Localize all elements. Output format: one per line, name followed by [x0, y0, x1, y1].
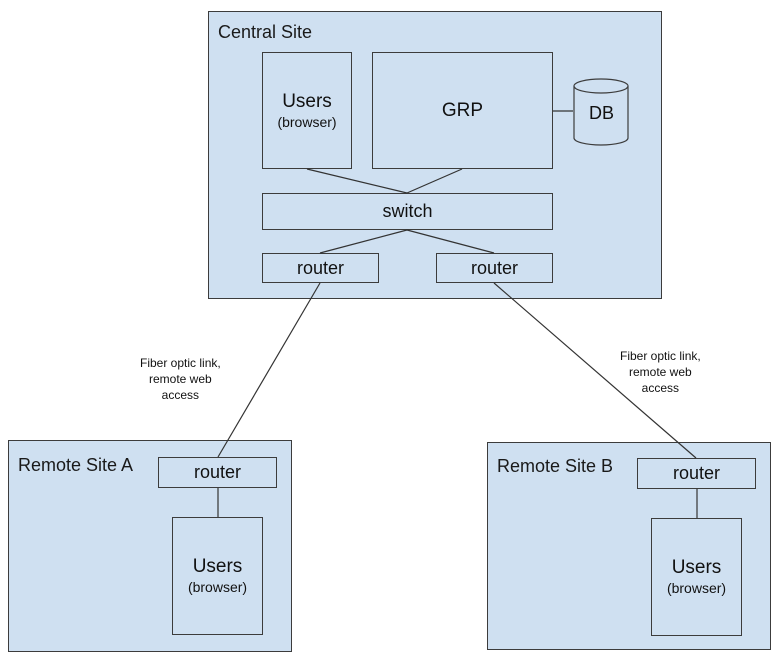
central-router-right: router: [436, 253, 553, 283]
fiber-link-b-note-line1: Fiber optic link,: [620, 349, 701, 363]
fiber-link-a-note-line3: access: [161, 388, 200, 402]
fiber-link-a: [217, 282, 321, 458]
central-router-left-label: router: [296, 257, 345, 278]
switch-to-right-router-line: [406, 229, 495, 254]
central-site-title: Central Site: [218, 22, 313, 42]
remote-site-b-title: Remote Site B: [497, 456, 614, 476]
remote-a-users-label: Users: [192, 556, 243, 577]
switch-label: switch: [382, 201, 433, 221]
remote-a-router: router: [158, 457, 277, 488]
switch-to-left-router-line: [319, 229, 408, 254]
remote-b-router-label: router: [672, 463, 721, 483]
central-users-box: Users (browser): [262, 52, 352, 169]
central-users-label: Users: [282, 90, 332, 112]
grp-box: GRP: [372, 52, 553, 169]
remote-site-a-title: Remote Site A: [18, 455, 134, 475]
switch-box: switch: [262, 193, 553, 230]
central-router-left: router: [262, 253, 379, 283]
remote-a-users-box: Users (browser): [172, 517, 263, 635]
fiber-link-b-note-line2: remote web: [629, 365, 692, 379]
central-router-right-label: router: [470, 257, 519, 278]
fiber-link-a-note-line1: Fiber optic link,: [140, 356, 221, 370]
grp-label: GRP: [441, 99, 484, 121]
db-label: DB: [588, 103, 614, 123]
fiber-link-a-note: Fiber optic link, remote web access: [140, 355, 221, 403]
fiber-link-b-note: Fiber optic link, remote web access: [620, 348, 701, 396]
remote-b-users-box: Users (browser): [651, 518, 742, 636]
remote-a-users-sublabel: (browser): [187, 579, 248, 595]
remote-b-users-label: Users: [671, 557, 722, 578]
db-cylinder: DB: [573, 77, 630, 147]
fiber-link-a-note-line2: remote web: [149, 372, 212, 386]
remote-a-router-label: router: [193, 462, 242, 482]
remote-b-router: router: [637, 458, 756, 489]
central-users-sublabel: (browser): [277, 113, 337, 130]
grp-to-switch-line: [406, 168, 463, 194]
fiber-link-b-note-line3: access: [641, 381, 680, 395]
remote-b-users-sublabel: (browser): [666, 580, 727, 596]
fiber-link-b: [493, 282, 697, 459]
database-icon: [573, 78, 629, 146]
users-to-switch-line: [306, 168, 408, 194]
